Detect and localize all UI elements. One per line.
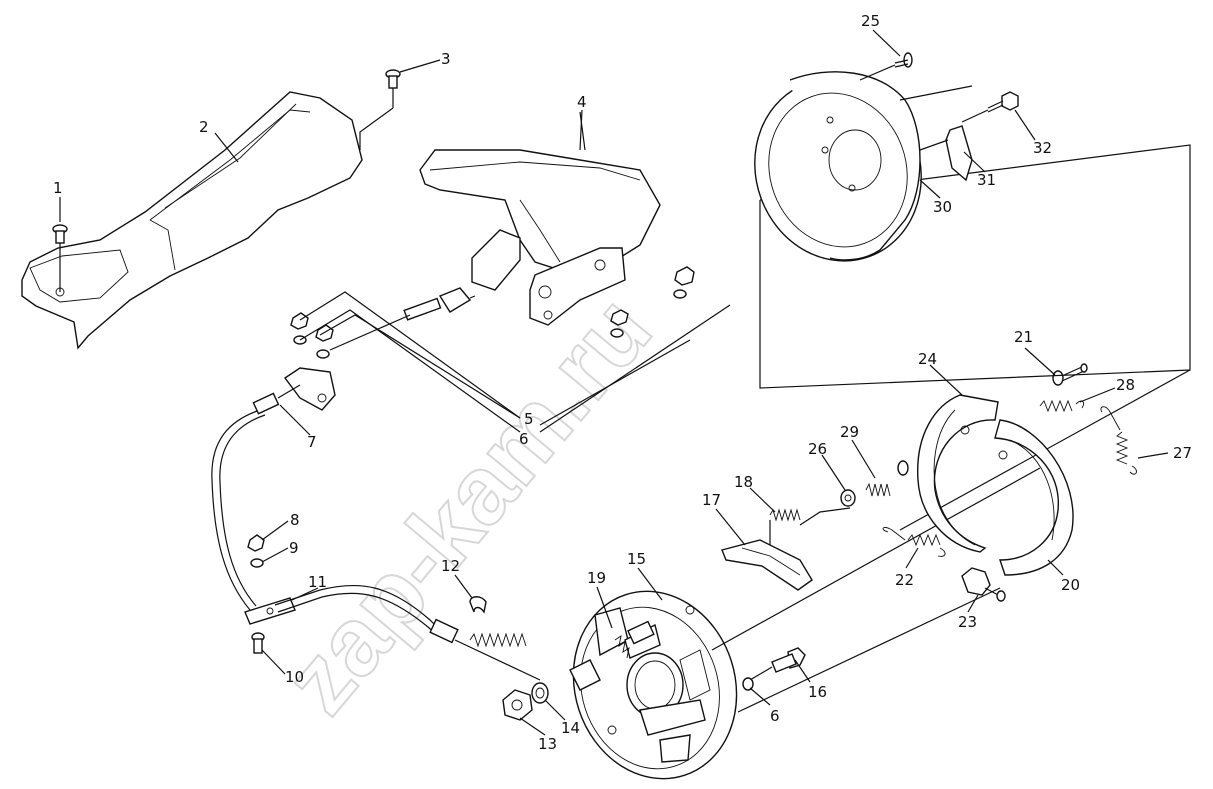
callout-19: 19 [587,569,606,587]
callout-13: 13 [538,735,557,753]
part-18-spring [769,507,851,545]
part-15-back-plate [569,590,738,780]
callout-23: 23 [958,613,977,631]
part-12-clip [469,596,487,614]
callout-16: 16 [808,683,827,701]
callout-31: 31 [977,171,996,189]
callout-10: 10 [285,668,304,686]
callout-5: 5 [524,410,534,428]
callout-30: 30 [933,198,952,216]
part-2-handle-cover [21,91,363,350]
callout-29: 29 [840,423,859,441]
callout-15: 15 [627,550,646,568]
callout-7: 7 [307,433,317,451]
upper-nuts-washers [283,312,336,411]
parts-8-9-10-11-bracket [244,534,441,654]
callout-2: 2 [199,118,209,136]
callout-18: 18 [734,473,753,491]
callout-24: 24 [918,350,937,368]
callout-21: 21 [1014,328,1033,346]
part-21-pin [1052,363,1088,386]
callout-28: 28 [1116,376,1135,394]
callout-3: 3 [441,50,451,68]
part-4-lever-assembly [419,111,661,326]
part-28-spring [1039,399,1085,413]
callout-1: 1 [53,179,63,197]
callout-labels: 1 2 3 4 5 6 6 7 8 9 10 11 12 13 14 15 16… [53,12,1192,753]
part-3-screw [359,69,401,150]
callout-32: 32 [1033,139,1052,157]
callout-11: 11 [308,573,327,591]
part-16-bolt [742,647,806,691]
callout-9: 9 [289,539,299,557]
part-29-spring [865,460,909,497]
part-30-brake-drum [754,71,1191,389]
callout-26: 26 [808,440,827,458]
part-4-nuts [610,266,695,338]
callout-22: 22 [895,571,914,589]
part-1-screw [52,224,68,292]
lower-adjuster-rod-spring [429,618,549,721]
leader-lines [59,29,1169,736]
part-19-spring [614,635,630,659]
part-23-cam-shaft [961,567,1006,602]
callout-8: 8 [290,511,300,529]
part-25-bolt [859,52,913,81]
part-7-cable [211,384,301,611]
part-20-brake-shoe [994,419,1074,576]
callout-6b: 6 [770,707,780,725]
callout-20: 20 [1061,576,1080,594]
callout-12: 12 [441,557,460,575]
part-32-bolt [961,91,1019,123]
part-26-washer [840,489,856,507]
part-17-plate [721,539,813,591]
callout-17: 17 [702,491,721,509]
part-24-brake-shoe [917,394,999,553]
callout-27: 27 [1173,444,1192,462]
part-22-spring [882,527,946,557]
callout-25: 25 [861,12,880,30]
callout-6a: 6 [519,430,529,448]
callout-14: 14 [561,719,580,737]
cable-adjuster-upper [329,287,476,351]
part-31-bracket [919,125,973,182]
callout-4: 4 [577,93,587,111]
part-27-spring [1100,406,1137,475]
